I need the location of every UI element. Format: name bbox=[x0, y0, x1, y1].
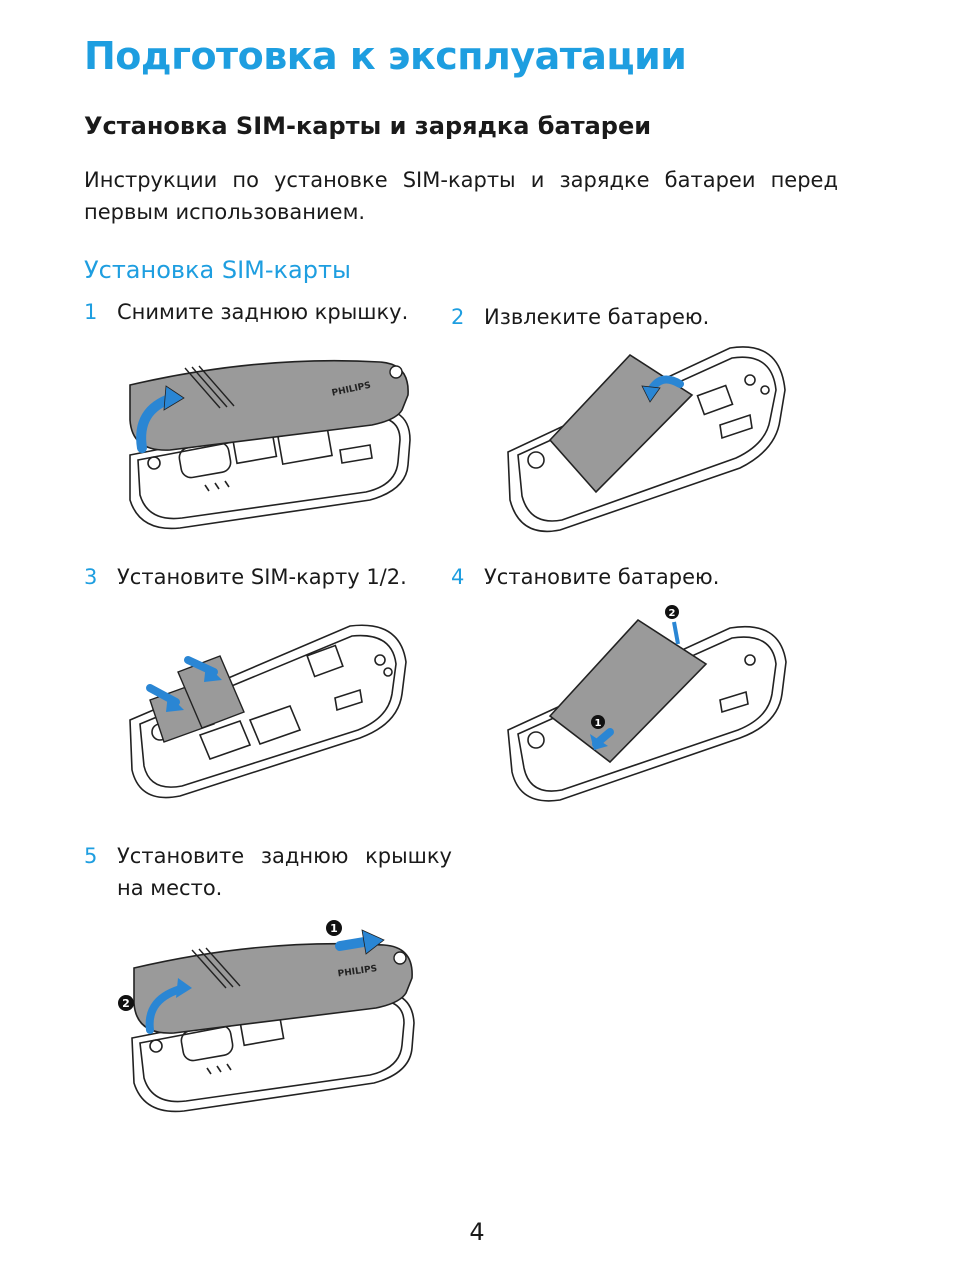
badge-1 bbox=[591, 715, 605, 729]
sim-card-2 bbox=[177, 655, 245, 729]
figure-remove-cover: PHILIPS bbox=[129, 359, 411, 530]
svg-text:2: 2 bbox=[122, 997, 130, 1010]
page-title: Подготовка к эксплуатации bbox=[84, 34, 687, 78]
badge-1 bbox=[326, 920, 342, 936]
step-text: Установите батарею. bbox=[484, 565, 720, 589]
figure-insert-battery: 2 1 bbox=[507, 605, 787, 802]
step-2: 2 Извлеките батарею. bbox=[451, 301, 791, 333]
section-subtitle: Установка SIM-карты и зарядка батареи bbox=[84, 112, 652, 140]
intro-paragraph: Инструкции по установке SIM-карты и заря… bbox=[84, 168, 838, 224]
badge-2 bbox=[665, 605, 679, 619]
step-number: 3 bbox=[84, 565, 98, 589]
back-cover-shape bbox=[133, 942, 413, 1034]
step-4: 4 Установите батарею. bbox=[451, 561, 791, 593]
step-text: Установите SIM-карту 1/2. bbox=[117, 565, 407, 589]
figure-insert-sim bbox=[129, 624, 407, 799]
step-number: 2 bbox=[451, 305, 465, 329]
svg-text:2: 2 bbox=[669, 608, 676, 619]
badge-2 bbox=[118, 995, 134, 1011]
step-number: 4 bbox=[451, 565, 465, 589]
step-text: Извлеките батарею. bbox=[484, 305, 710, 329]
svg-text:1: 1 bbox=[595, 718, 602, 729]
step-5: 5 Установите заднюю крышку на место. bbox=[84, 840, 452, 904]
figure-replace-cover: PHILIPS 1 2 bbox=[118, 920, 415, 1113]
step-1: 1 Снимите заднюю крышку. bbox=[84, 296, 424, 328]
page-number: 4 bbox=[469, 1218, 485, 1246]
section-heading-sim: Установка SIM-карты bbox=[84, 256, 351, 284]
step-number: 1 bbox=[84, 300, 98, 324]
step-3: 3 Установите SIM-карту 1/2. bbox=[84, 561, 434, 593]
figure-remove-battery bbox=[507, 346, 786, 533]
svg-text:1: 1 bbox=[330, 922, 338, 935]
step-number: 5 bbox=[84, 844, 98, 868]
slide-arrow-icon bbox=[335, 937, 369, 951]
step-text: Установите заднюю крышку на место. bbox=[117, 844, 452, 900]
battery-shape bbox=[548, 618, 708, 764]
step-text: Снимите заднюю крышку. bbox=[117, 300, 409, 324]
back-cover-shape bbox=[129, 359, 409, 451]
press-arrow-icon bbox=[672, 621, 680, 645]
